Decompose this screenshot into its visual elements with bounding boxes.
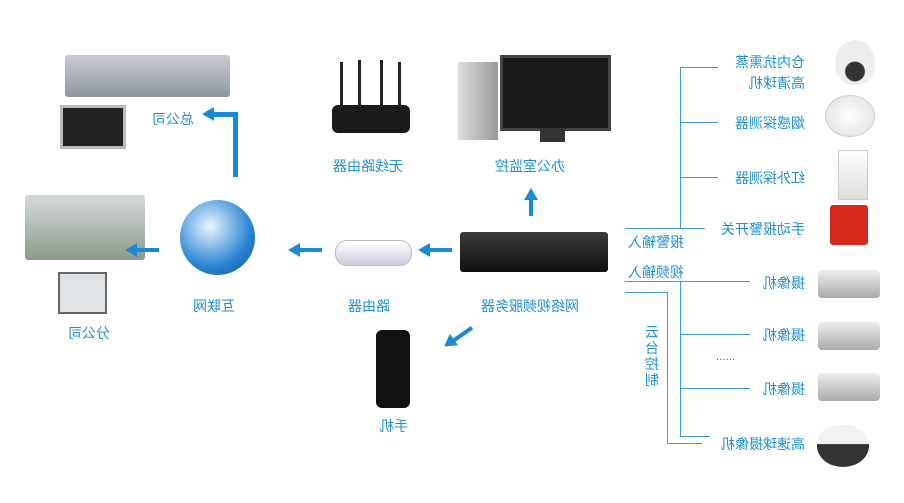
- alarm-trunk: [680, 67, 681, 228]
- branch: [680, 177, 718, 178]
- branch: [680, 67, 718, 68]
- pc-tower-icon: [458, 62, 498, 140]
- alarm-bus: [625, 228, 705, 229]
- label-head-office: 总公司: [152, 112, 194, 128]
- arrow-left-icon: [125, 243, 137, 257]
- device-label: 高清球机: [749, 76, 805, 92]
- label-alarm-input: 报警输入: [628, 235, 684, 251]
- speed-dome-camera-icon: [817, 425, 869, 467]
- device-label: 红外探测器: [735, 171, 805, 187]
- ellipsis: ......: [716, 352, 736, 363]
- label-internet: 互联网: [193, 299, 235, 315]
- arrow-left-icon: [202, 107, 214, 121]
- desktop-computer-icon: [60, 105, 126, 149]
- globe-icon: [180, 200, 255, 275]
- arrow-line: [529, 200, 533, 216]
- label-ptz-control: 云台控制: [645, 325, 659, 389]
- device-label: 仓内抗熏蒸: [735, 55, 805, 71]
- device-label: 摄像机: [763, 276, 805, 292]
- arrow-line: [233, 115, 238, 177]
- arrow-left-icon: [418, 243, 430, 257]
- device-label: 高速球摄像机: [721, 437, 805, 453]
- video-bus: [625, 281, 750, 282]
- arrow-line: [452, 326, 474, 342]
- manual-alarm-switch-icon: [830, 205, 868, 245]
- monitor-icon: [500, 55, 611, 131]
- label-phone: 手机: [380, 419, 408, 435]
- antenna: [380, 60, 383, 107]
- phone-icon: [376, 330, 410, 408]
- video-trunk: [680, 281, 681, 436]
- antenna: [398, 62, 401, 107]
- label-wireless-router: 无线路由器: [333, 159, 403, 175]
- label-server: 网络视频服务器: [481, 299, 579, 315]
- bullet-camera-icon: [818, 270, 880, 298]
- infrared-detector-icon: [838, 150, 868, 200]
- antenna: [340, 62, 343, 107]
- arrow-line: [137, 248, 159, 252]
- laptop-icon: [58, 272, 107, 314]
- label-branch-office: 分公司: [68, 326, 110, 342]
- device-label: 烟感探测器: [735, 116, 805, 132]
- ptz-dome-camera-icon: [835, 40, 875, 85]
- ptz-trunk: [667, 292, 668, 443]
- video-server-icon: [460, 232, 608, 272]
- label-router: 路由器: [348, 299, 390, 315]
- bullet-camera-icon: [818, 373, 880, 401]
- router-icon: [335, 240, 412, 266]
- branch: [680, 334, 750, 335]
- arrow-up-icon: [524, 188, 538, 200]
- arrow-line: [300, 248, 322, 252]
- device-label: 摄像机: [763, 382, 805, 398]
- label-video-input: 视频输入: [628, 265, 684, 281]
- device-label: 摄像机: [763, 328, 805, 344]
- branch: [667, 443, 702, 444]
- label-office-monitor: 办公室监控: [495, 159, 565, 175]
- ptz-bus: [625, 292, 668, 293]
- branch: [680, 388, 750, 389]
- antenna: [358, 60, 361, 107]
- bullet-camera-icon: [818, 322, 880, 350]
- arrow-line: [430, 248, 452, 252]
- buildings-icon: [65, 55, 230, 97]
- wireless-router-icon: [332, 105, 410, 133]
- branch: [680, 436, 710, 437]
- arrow-line: [212, 112, 238, 117]
- device-label: 手动报警开关: [721, 222, 805, 238]
- arrow-left-icon: [288, 243, 300, 257]
- monitor-stand: [540, 128, 565, 142]
- smoke-detector-icon: [825, 95, 875, 137]
- branch: [680, 122, 718, 123]
